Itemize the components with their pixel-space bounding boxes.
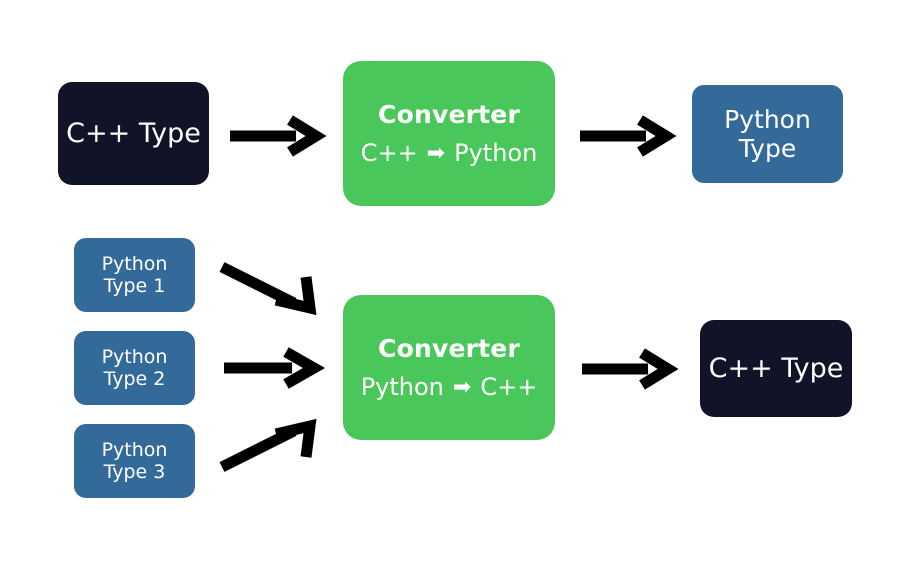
converter-from-label: C++ (360, 139, 418, 168)
node-label-line-2: Type (738, 134, 797, 163)
node-cpp-type-input[interactable]: C++ Type (58, 82, 209, 185)
node-python-type-3[interactable]: Python Type 3 (74, 424, 195, 498)
right-arrow-icon: ➡ (452, 375, 472, 401)
node-label-line-1: Python (724, 104, 811, 134)
node-label-line-2: Type 1 (103, 275, 166, 297)
converter-title: Converter (378, 99, 520, 129)
arrow-python-type-2-to-converter (224, 347, 326, 389)
node-label-line-2: Type 3 (103, 461, 166, 483)
node-label: C++ Type (66, 117, 201, 149)
node-converter-cpp-to-python[interactable]: Converter C++ ➡ Python (343, 61, 555, 206)
right-arrow-icon: ➡ (426, 141, 446, 167)
converter-subtitle: Python ➡ C++ (361, 373, 538, 401)
node-label-line-2: Type 2 (103, 368, 166, 390)
node-cpp-type-output[interactable]: C++ Type (700, 320, 852, 417)
node-python-type-1[interactable]: Python Type 1 (74, 238, 195, 312)
node-python-type-2[interactable]: Python Type 2 (74, 331, 195, 405)
converter-subtitle: C++ ➡ Python (361, 139, 538, 167)
node-converter-python-to-cpp[interactable]: Converter Python ➡ C++ (343, 295, 555, 440)
node-label: C++ Type (708, 352, 844, 384)
converter-to-label: Python (454, 139, 538, 168)
arrow-python-type-1-to-converter (219, 262, 317, 316)
arrow-cpp-type-to-converter (230, 115, 327, 157)
converter-title: Converter (378, 333, 520, 363)
arrow-converter-to-cpp-type (582, 348, 679, 390)
converter-from-label: Python (360, 373, 444, 402)
node-label-line-1: Python (101, 252, 168, 275)
node-python-type-output[interactable]: Python Type (692, 85, 843, 183)
arrow-converter-to-python-type (580, 115, 677, 157)
converter-to-label: C++ (480, 373, 538, 402)
node-label-line-1: Python (101, 345, 168, 368)
arrow-python-type-3-to-converter (219, 418, 317, 472)
node-label-line-1: Python (101, 438, 168, 461)
